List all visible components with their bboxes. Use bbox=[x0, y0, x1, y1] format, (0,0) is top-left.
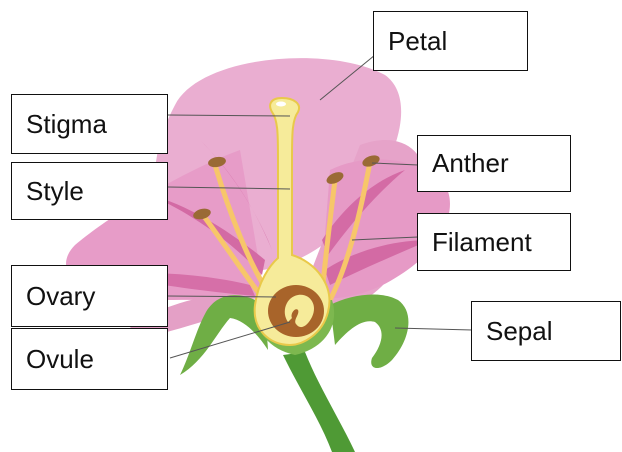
label-ovary: Ovary bbox=[11, 265, 168, 327]
ovary-cavity bbox=[268, 285, 324, 337]
label-petal: Petal bbox=[373, 11, 528, 71]
sepal-right bbox=[330, 295, 408, 369]
stem bbox=[283, 352, 355, 452]
label-anther: Anther bbox=[417, 135, 571, 192]
label-style: Style bbox=[11, 162, 168, 220]
label-stigma: Stigma bbox=[11, 94, 168, 154]
label-ovule: Ovule bbox=[11, 328, 168, 390]
label-filament: Filament bbox=[417, 213, 571, 271]
label-sepal: Sepal bbox=[471, 301, 621, 361]
stigma-highlight bbox=[276, 102, 286, 107]
